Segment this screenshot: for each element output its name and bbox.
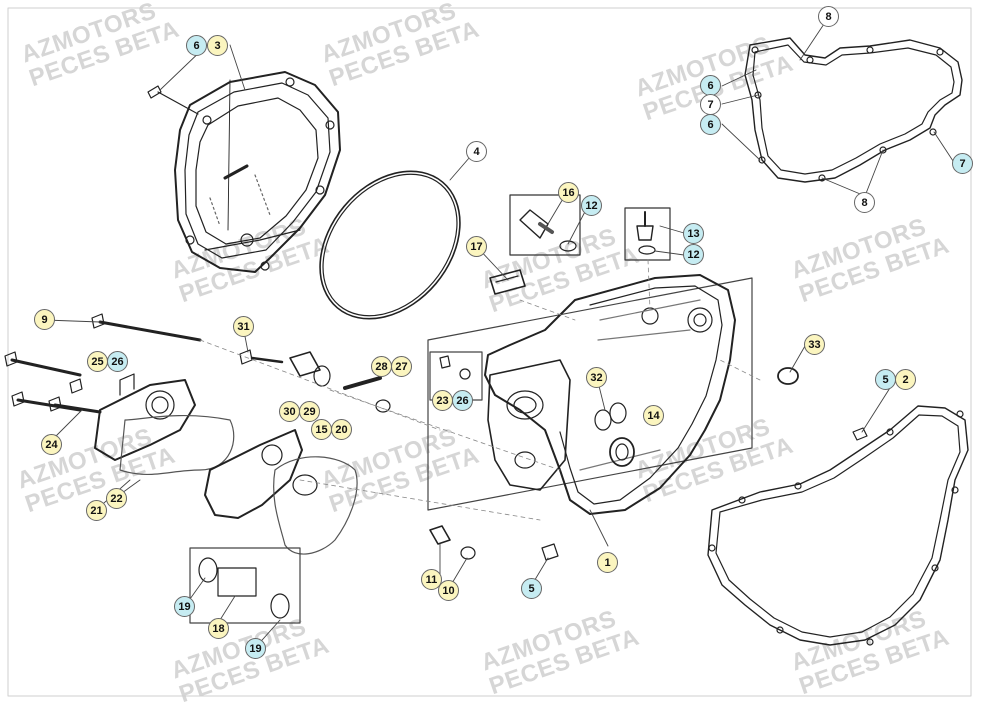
- callout-13: 13: [683, 223, 704, 244]
- callout-7: 7: [952, 153, 973, 174]
- callout-14: 14: [643, 405, 664, 426]
- bearing-32-part: [594, 402, 627, 431]
- seal-17-part: [489, 269, 526, 295]
- callout-29: 29: [299, 401, 320, 422]
- seal-14-part: [609, 437, 635, 467]
- callout-4: 4: [466, 141, 487, 162]
- callout-5: 5: [521, 578, 542, 599]
- callout-1: 1: [597, 552, 618, 573]
- callout-15: 15: [311, 419, 332, 440]
- callout-22: 22: [106, 488, 127, 509]
- filler-plug-part: [509, 194, 581, 256]
- callout-12: 12: [683, 244, 704, 265]
- callout-24: 24: [41, 434, 62, 455]
- clutch-cover-part: [147, 71, 341, 273]
- callout-6: 6: [186, 35, 207, 56]
- breather-part: [624, 207, 671, 261]
- lower-gasket-part: [707, 405, 969, 646]
- callout-8: 8: [854, 192, 875, 213]
- callout-18: 18: [208, 618, 229, 639]
- pump-shaft-part: [189, 547, 301, 624]
- frame-border: [7, 7, 972, 697]
- callout-6: 6: [700, 75, 721, 96]
- upper-gasket-part: [744, 37, 963, 183]
- callout-26: 26: [107, 351, 128, 372]
- callout-5: 5: [875, 369, 896, 390]
- callout-25: 25: [87, 351, 108, 372]
- callout-26: 26: [452, 390, 473, 411]
- callout-30: 30: [279, 401, 300, 422]
- callout-2: 2: [895, 369, 916, 390]
- callout-8: 8: [818, 6, 839, 27]
- callout-19: 19: [245, 638, 266, 659]
- callout-27: 27: [391, 356, 412, 377]
- callout-23: 23: [432, 390, 453, 411]
- callout-3: 3: [207, 35, 228, 56]
- drain-screw-part: [429, 525, 476, 560]
- callout-31: 31: [233, 316, 254, 337]
- o-ring-part: [319, 170, 461, 320]
- callout-16: 16: [558, 182, 579, 203]
- callout-11: 11: [421, 569, 442, 590]
- callout-9: 9: [34, 309, 55, 330]
- leader-lines: [44, 17, 956, 649]
- bolts-part: [4, 313, 284, 414]
- callout-10: 10: [438, 580, 459, 601]
- callout-21: 21: [86, 500, 107, 521]
- dowel-5-part: [541, 543, 559, 561]
- impeller-housing-part: [204, 429, 358, 555]
- callout-20: 20: [331, 419, 352, 440]
- water-pump-cover-part: [94, 373, 235, 476]
- ring-33-part: [777, 367, 799, 385]
- main-cover-part: [427, 274, 753, 515]
- callout-28: 28: [371, 356, 392, 377]
- callout-7: 7: [700, 94, 721, 115]
- callout-6: 6: [700, 114, 721, 135]
- explode-lines: [199, 259, 761, 521]
- callout-32: 32: [586, 367, 607, 388]
- callout-12: 12: [581, 195, 602, 216]
- callout-33: 33: [804, 334, 825, 355]
- callout-19: 19: [174, 596, 195, 617]
- callout-17: 17: [466, 236, 487, 257]
